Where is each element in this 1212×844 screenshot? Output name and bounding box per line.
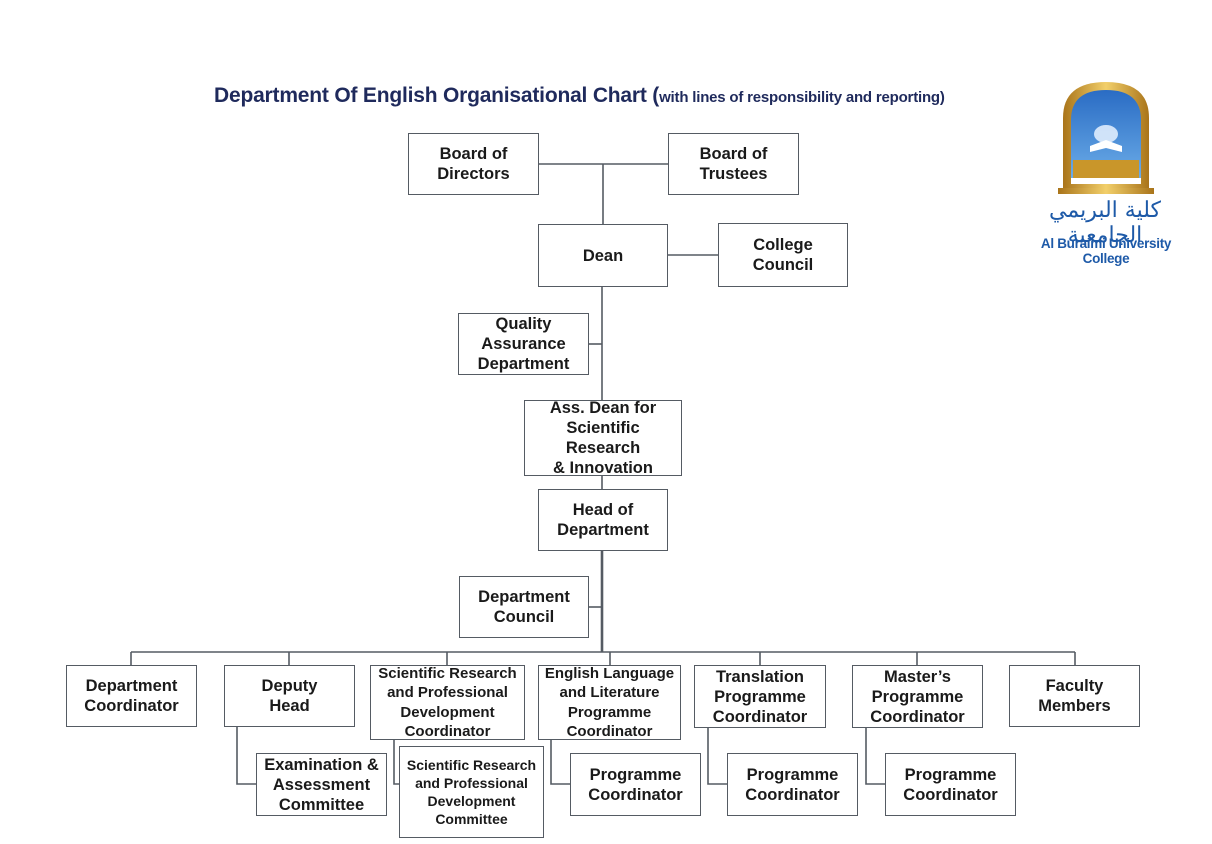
node-label: Scientific Research and Professional Dev… — [406, 757, 537, 827]
node-head-of-department: Head of Department — [538, 489, 668, 551]
node-label: Programme Coordinator — [903, 765, 998, 804]
college-crest-icon — [1058, 82, 1154, 194]
node-ass-dean: Ass. Dean for Scientific Research & Inno… — [524, 399, 682, 477]
line-masters-prog — [865, 728, 886, 785]
node-label: Scientific Research and Professional Dev… — [378, 664, 517, 741]
node-label: Deputy Head — [261, 677, 318, 715]
node-board-of-trustees: Board of Trustees — [668, 133, 799, 195]
node-label: Programme Coordinator — [588, 765, 683, 804]
node-department-council: Department Council — [459, 576, 589, 638]
node-label: Department Coordinator — [84, 677, 179, 715]
chart-title: Department Of English Organisational Cha… — [214, 84, 945, 108]
node-programme-coordinator-translation: Programme Coordinator — [727, 753, 858, 816]
node-faculty-members: Faculty Members — [1009, 665, 1140, 727]
title-subtitle: with lines of responsibility and reporti… — [659, 89, 945, 106]
node-college-council: College Council — [718, 223, 848, 287]
node-label: Head of Department — [557, 501, 649, 539]
node-label: Board of Trustees — [699, 145, 768, 183]
node-label: Board of Directors — [437, 145, 510, 183]
node-programme-coordinator-masters: Programme Coordinator — [885, 753, 1016, 816]
node-masters-coordinator: Master’s Programme Coordinator — [852, 665, 983, 728]
node-sci-research-coordinator: Scientific Research and Professional Dev… — [370, 665, 525, 740]
node-english-lang-lit-coordinator: English Language and Literature Programm… — [538, 665, 681, 740]
node-label: Master’s Programme Coordinator — [870, 667, 965, 726]
line-sci-committee — [393, 740, 400, 785]
node-label: Quality Assurance Department — [477, 315, 570, 373]
node-label: Dean — [582, 246, 624, 265]
node-programme-coordinator-english: Programme Coordinator — [570, 753, 701, 816]
node-label: Department Council — [478, 588, 570, 626]
logo-arabic-name: كلية البريمي الجامعية — [1049, 198, 1161, 248]
node-quality-assurance: Quality Assurance Department — [458, 313, 589, 375]
node-exam-committee: Examination & Assessment Committee — [256, 753, 387, 816]
node-label: Programme Coordinator — [745, 765, 840, 804]
node-dean: Dean — [538, 224, 668, 287]
node-label: Examination & Assessment Committee — [264, 755, 379, 814]
node-board-of-directors: Board of Directors — [408, 133, 539, 195]
line-english-prog — [550, 740, 571, 785]
node-deputy-head: Deputy Head — [224, 665, 355, 727]
node-sci-research-committee: Scientific Research and Professional Dev… — [399, 746, 544, 838]
node-label: Translation Programme Coordinator — [712, 667, 808, 726]
line-translation-prog — [707, 728, 728, 785]
logo-english-name: Al Buraimi University College — [1040, 236, 1172, 266]
node-label: College Council — [752, 236, 814, 274]
node-translation-coordinator: Translation Programme Coordinator — [694, 665, 826, 728]
node-label: Ass. Dean for Scientific Research & Inno… — [549, 399, 657, 477]
node-label: Faculty Members — [1038, 677, 1111, 715]
line-deputy-exam — [236, 727, 256, 785]
node-department-coordinator: Department Coordinator — [66, 665, 197, 727]
title-main: Department Of English Organisational Cha… — [214, 84, 660, 107]
node-label: English Language and Literature Programm… — [544, 664, 675, 741]
